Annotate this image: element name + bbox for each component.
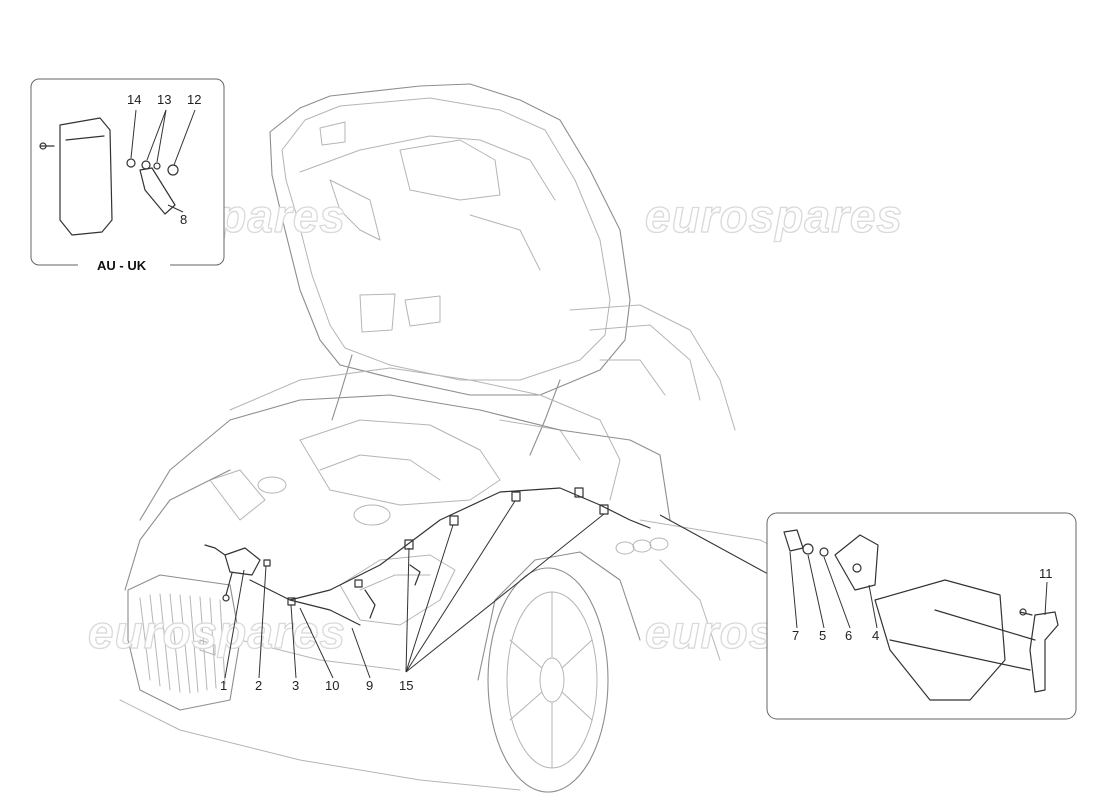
inset-au-uk: AU - UK 14 13 12 8 [30,78,225,273]
callout-14: 14 [127,92,141,107]
watermark-text: eurospares [645,190,903,242]
callout-12: 12 [187,92,201,107]
callout-13: 13 [157,92,171,107]
callout-labels: 1 2 3 10 9 15 [220,678,413,693]
callout-1: 1 [220,678,227,693]
callout-10: 10 [325,678,339,693]
callout-2: 2 [255,678,262,693]
inset-label: AU - UK [97,258,147,273]
inset-frame [766,512,1077,720]
callout-7: 7 [792,628,799,643]
car-illustration [119,83,801,793]
release-cable-assembly [204,487,651,626]
callout-3: 3 [292,678,299,693]
callout-8: 8 [180,212,187,227]
callout-6: 6 [845,628,852,643]
callout-9: 9 [366,678,373,693]
callout-5: 5 [819,628,826,643]
inset-release-handle: 7 5 6 4 11 [766,512,1077,720]
callout-11: 11 [1039,566,1053,581]
callout-4: 4 [872,628,879,643]
watermark-text: eurospares [88,606,346,658]
callout-15: 15 [399,678,413,693]
